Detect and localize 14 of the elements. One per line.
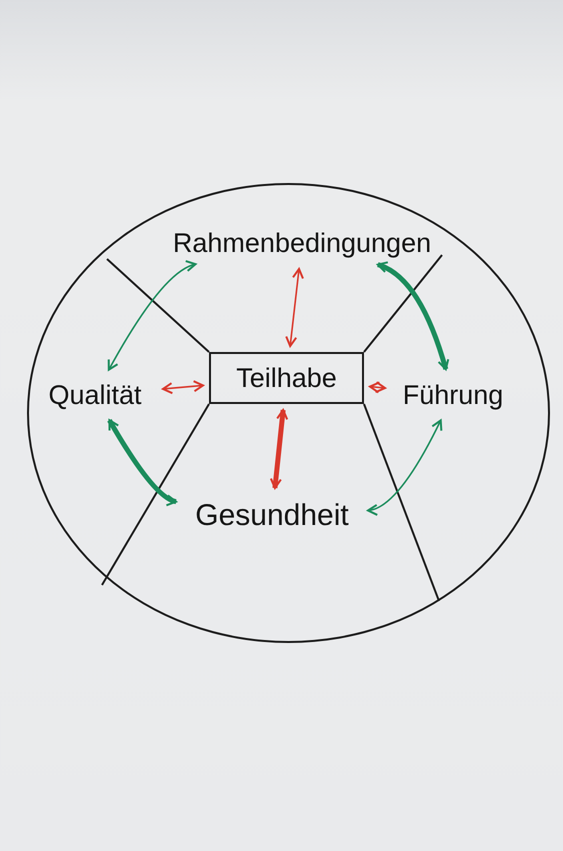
node-label: Qualität	[33, 375, 157, 415]
node-label: Rahmenbedingungen	[167, 223, 437, 263]
double-arrow	[108, 261, 197, 371]
double-arrow	[285, 268, 304, 348]
double-arrow	[367, 419, 442, 515]
outer-ellipse	[27, 183, 550, 643]
center-box: Teilhabe	[209, 352, 364, 404]
double-arrow	[162, 380, 204, 394]
node-label: Gesundheit	[182, 494, 362, 538]
double-arrow	[376, 262, 450, 370]
node-label: Führung	[391, 375, 515, 415]
double-arrow	[368, 381, 386, 394]
double-arrow	[107, 418, 178, 506]
double-arrow	[270, 408, 288, 490]
